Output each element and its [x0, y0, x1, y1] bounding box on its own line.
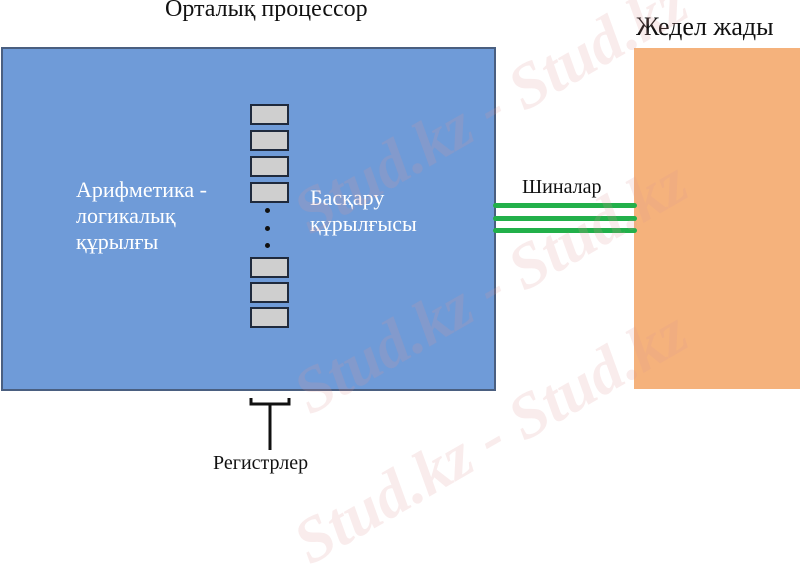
bus-line: [493, 216, 637, 221]
register-cell: [250, 282, 289, 303]
bus-line: [493, 203, 637, 208]
register-cell: [250, 182, 289, 203]
register-cell: [250, 130, 289, 151]
memory-title: Жедел жады: [636, 12, 774, 41]
alu-line: логикалық: [76, 203, 176, 228]
register-bracket-icon: [249, 398, 291, 450]
register-cell: [250, 257, 289, 278]
registers-label: Регистрлер: [213, 452, 309, 474]
register-cell: [250, 307, 289, 328]
control-line: Басқару: [310, 185, 385, 210]
control-unit-label: Басқару құрылғысы: [310, 185, 417, 237]
memory-block: [634, 48, 800, 389]
alu-label: Арифметика - логикалық құрылғы: [76, 177, 207, 255]
register-cell: [250, 156, 289, 177]
cpu-title: Орталық процессор: [165, 0, 368, 22]
cpu-block: [1, 47, 496, 391]
alu-line: құрылғы: [76, 229, 159, 254]
register-cell: [250, 104, 289, 125]
ellipsis-dot: [265, 208, 270, 213]
bus-line: [493, 228, 637, 233]
ellipsis-dot: [265, 243, 270, 248]
control-line: құрылғысы: [310, 211, 417, 236]
bus-label: Шиналар: [522, 176, 602, 198]
ellipsis-dot: [265, 226, 270, 231]
alu-line: Арифметика -: [76, 177, 207, 202]
